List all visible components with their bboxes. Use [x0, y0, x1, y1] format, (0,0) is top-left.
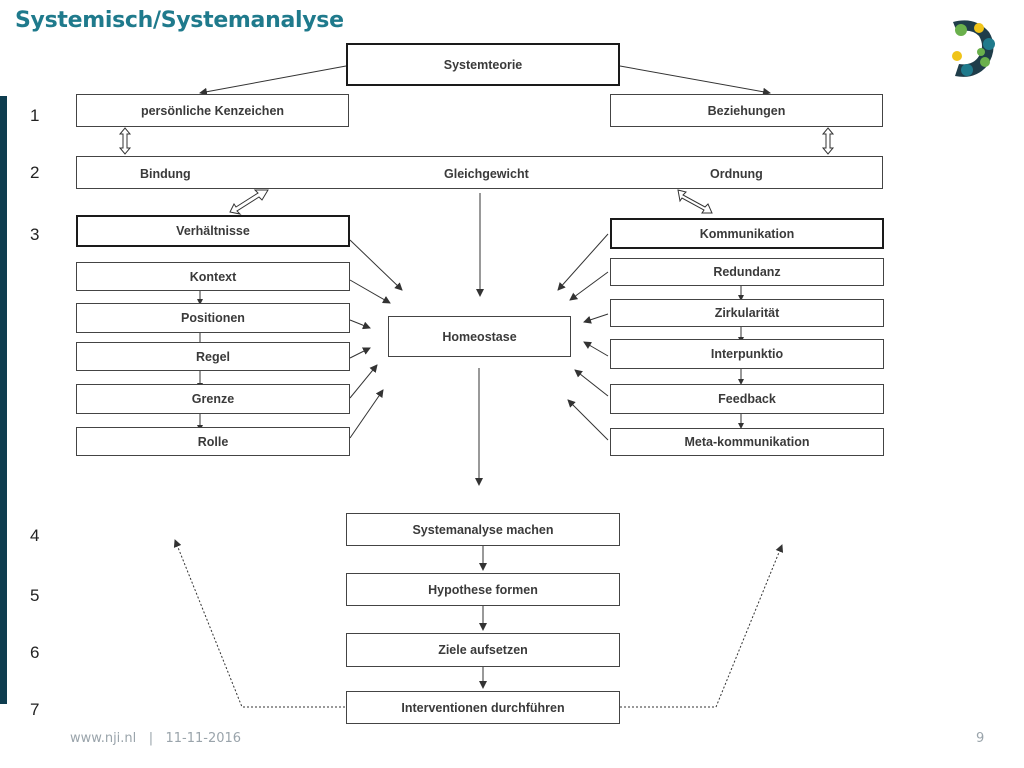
label-ordnung: Ordnung — [710, 167, 763, 181]
level-number: 2 — [30, 163, 40, 182]
footer: www.nji.nl | 11-11-2016 — [70, 731, 241, 746]
box-left-item: Grenze — [76, 384, 350, 414]
slide-title: Systemisch/Systemanalyse — [15, 8, 344, 33]
nji-logo-icon — [952, 20, 995, 77]
label-bindung: Bindung — [140, 167, 191, 181]
footer-url[interactable]: www.nji.nl — [70, 731, 137, 746]
level-number: 7 — [30, 700, 40, 719]
box-right-item: Interpunktio — [610, 339, 884, 369]
level-number: 4 — [30, 526, 40, 545]
box-step: Hypothese formen — [346, 573, 620, 606]
box-step: Interventionen durchführen — [346, 691, 620, 724]
box-step: Systemanalyse machen — [346, 513, 620, 546]
box-verhaeltnisse: Verhältnisse — [76, 215, 350, 247]
box-level2 — [76, 156, 883, 189]
box-right-item: Redundanz — [610, 258, 884, 286]
level-number: 1 — [30, 106, 40, 125]
box-systemteorie: Systemteorie — [346, 43, 620, 86]
label-gleichgewicht: Gleichgewicht — [444, 167, 529, 181]
box-right-item: Meta-kommunikation — [610, 428, 884, 456]
footer-date: 11-11-2016 — [165, 731, 242, 746]
level-number: 3 — [30, 225, 40, 244]
box-right-item: Zirkularität — [610, 299, 884, 327]
box-left-item: Positionen — [76, 303, 350, 333]
box-persoenliche-kenzeichen: persönliche Kenzeichen — [76, 94, 349, 127]
box-left-item: Regel — [76, 342, 350, 371]
page-number: 9 — [976, 731, 985, 746]
box-left-item: Rolle — [76, 427, 350, 456]
box-kommunikation: Kommunikation — [610, 218, 884, 249]
box-right-item: Feedback — [610, 384, 884, 414]
box-beziehungen: Beziehungen — [610, 94, 883, 127]
sidebar-accent-bar — [0, 96, 7, 704]
footer-separator: | — [148, 731, 154, 746]
box-left-item: Kontext — [76, 262, 350, 291]
level-number: 6 — [30, 643, 40, 662]
box-step: Ziele aufsetzen — [346, 633, 620, 667]
level-number: 5 — [30, 586, 40, 605]
box-homeostase: Homeostase — [388, 316, 571, 357]
